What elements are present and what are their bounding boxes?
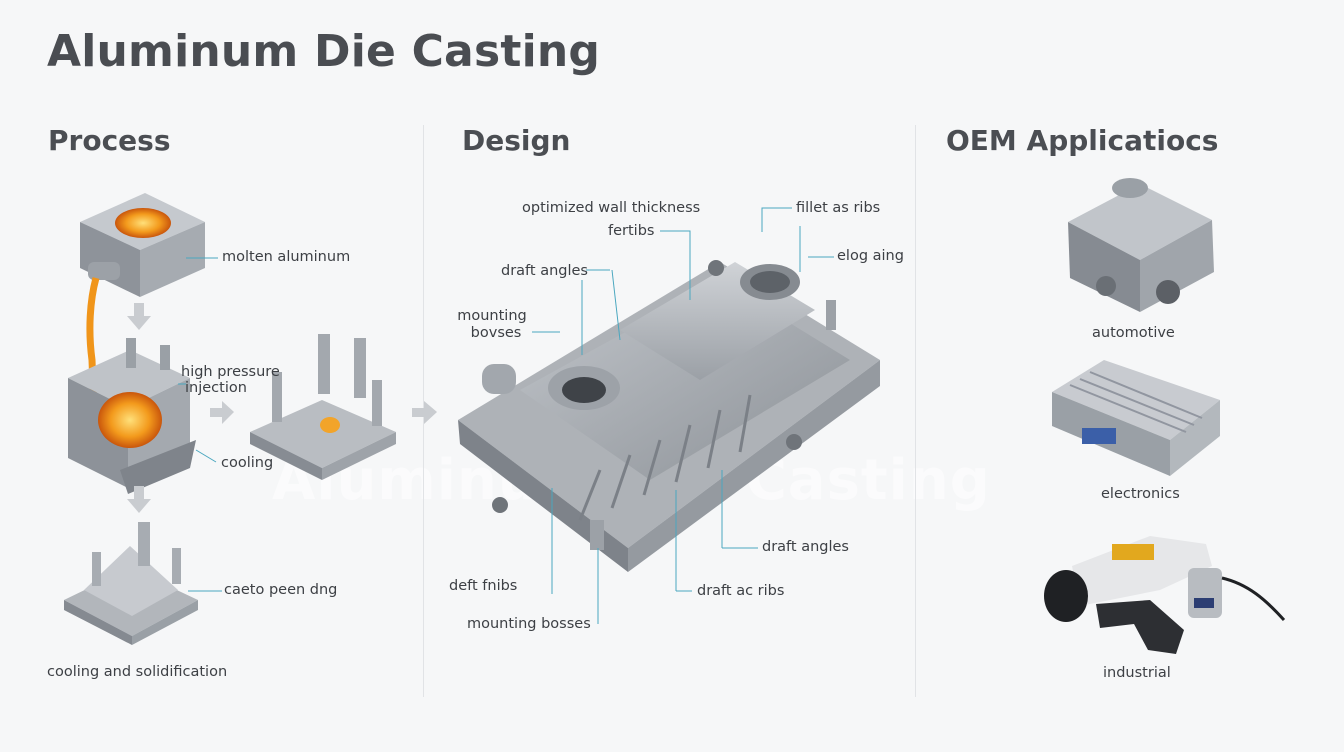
label-elog-aing: elog aing (837, 248, 904, 264)
label-draft-angles-right: draft angles (762, 539, 849, 555)
arrow-right-icon (412, 401, 437, 424)
label-injection: injection (185, 380, 247, 396)
arrow-down-icon (127, 303, 151, 330)
page-title: Aluminum Die Casting (47, 26, 601, 77)
label-mounting: mounting (457, 308, 527, 324)
label-optimized-wall: optimized wall thickness (522, 200, 701, 216)
label-automotive: automotive (1092, 325, 1175, 341)
label-bovses: bovses (470, 325, 522, 341)
injection-machine-icon (68, 338, 196, 494)
power-tool-icon (1044, 536, 1286, 654)
column-divider-right (915, 125, 916, 697)
label-mounting-bosses: mounting bosses (467, 616, 591, 632)
label-draft-ac-ribs: draft ac ribs (697, 583, 785, 599)
label-ejection: caeto peen dng (224, 582, 338, 598)
oem-heading: OEM Applicatiocs (946, 124, 1219, 157)
label-fillet-ribs: fillet as ribs (796, 200, 881, 216)
molten-stream-icon (86, 277, 100, 441)
arrow-down-icon (127, 486, 151, 513)
furnace-icon (80, 193, 205, 297)
label-molten-aluminum: molten aluminum (222, 249, 351, 265)
engine-icon (1068, 178, 1214, 312)
label-deft-fnibs: deft fnibs (449, 578, 518, 594)
design-heading: Design (462, 124, 571, 157)
die-mold-icon (250, 334, 396, 480)
arrow-right-icon (210, 401, 234, 424)
label-high-pressure: high pressure (181, 364, 280, 380)
label-cooling-solidification: cooling and solidification (47, 664, 228, 680)
label-fertibs: fertibs (608, 223, 655, 239)
label-draft-angles-top: draft angles (501, 263, 588, 279)
heatsink-icon (1052, 360, 1220, 476)
label-electronics: electronics (1101, 486, 1180, 502)
process-heading: Process (48, 124, 171, 157)
label-industrial: industrial (1103, 665, 1171, 681)
housing-casting-icon (458, 260, 880, 572)
cast-part-icon (64, 522, 198, 645)
label-cooling: cooling (221, 455, 274, 471)
